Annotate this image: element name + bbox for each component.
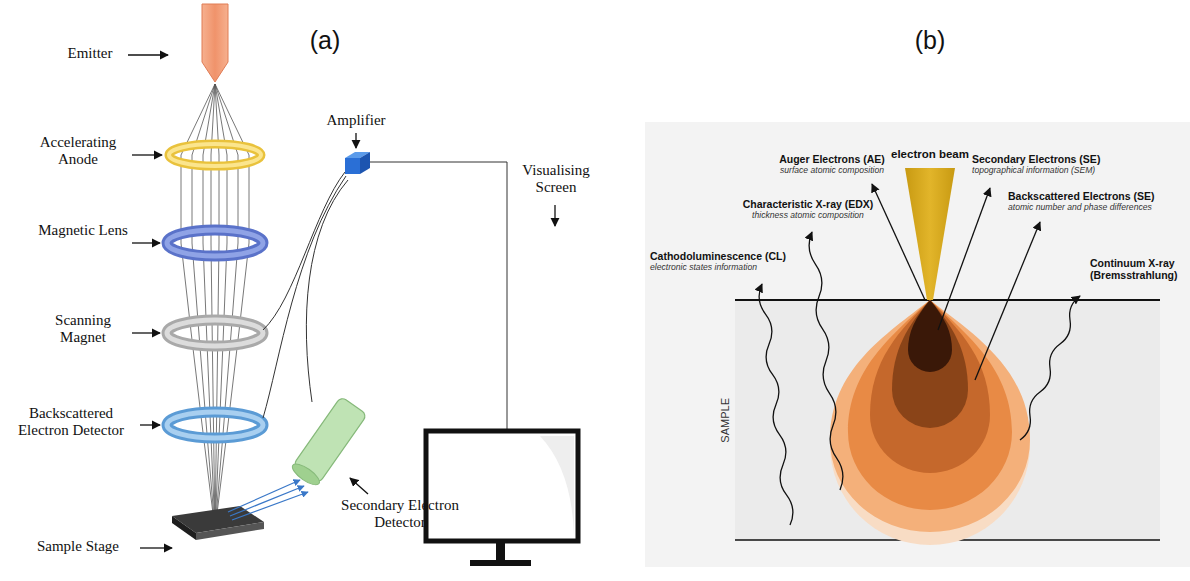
part-label: Accelerating Anode <box>28 134 128 169</box>
part-label: Visualising Screen <box>515 162 597 197</box>
sample-stage-side <box>172 516 196 540</box>
signal-wires <box>263 162 507 430</box>
anode-ring <box>169 144 261 166</box>
amplifier-cube <box>345 152 370 174</box>
signal-note: surface atomic composition <box>752 166 912 176</box>
anode-ring-highlight <box>169 144 261 166</box>
panel-letter: (b) <box>905 26 955 55</box>
signal-label: Continuum X-ray (Bremsstrahlung) <box>1090 257 1186 281</box>
sample-region <box>735 300 1160 540</box>
beam-line <box>215 84 227 516</box>
bse-detector-highlight <box>167 412 263 438</box>
photon-waves <box>759 232 1080 525</box>
signal-note: thickness atomic composition <box>728 211 888 221</box>
signal-label: Cathodoluminescence (CL) <box>650 250 810 262</box>
signal-note: topographical information (SEM) <box>972 166 1132 176</box>
photon-wave <box>1020 296 1080 440</box>
photon-wave <box>759 284 793 525</box>
signal-label: Backscattered Electrons (SE) <box>1008 190 1186 202</box>
part-label: Scanning Magnet <box>38 312 128 347</box>
part-label: Secondary Electron Detector <box>340 497 460 532</box>
part-label: Amplifier <box>316 112 396 129</box>
signal-note: electronic states information <box>650 263 810 273</box>
part-label: Magnetic Lens <box>38 222 128 239</box>
se-detector <box>289 396 367 488</box>
photon-wave <box>809 232 843 490</box>
part-label: Backscattered Electron Detector <box>6 405 136 440</box>
signal-label: Characteristic X-ray (EDX) <box>728 198 888 210</box>
scanning-magnet-highlight <box>167 320 263 346</box>
emitter-tip <box>202 4 228 82</box>
sample-stage-front <box>196 522 264 540</box>
sample-label: SAMPLE <box>719 385 732 455</box>
part-label: Sample Stage <box>20 538 136 555</box>
bse-detector-ring <box>167 412 263 438</box>
interaction-volume <box>830 300 1030 545</box>
emission-arrows <box>872 184 1040 380</box>
beam-label: electron beam <box>880 148 980 161</box>
signal-note: atomic number and phase differences <box>1008 203 1186 213</box>
part-label: Emitter <box>52 45 128 62</box>
magnetic-lens-ring <box>167 230 263 256</box>
signal-label: Secondary Electrons (SE) <box>972 153 1132 165</box>
signal-label: Auger Electrons (AE) <box>752 153 912 165</box>
beam-line <box>203 84 215 516</box>
panel-letter: (a) <box>300 26 350 55</box>
beam-line <box>211 84 215 516</box>
magnetic-lens-highlight <box>167 230 263 256</box>
secondary-electron-rays <box>228 480 308 520</box>
electron-beam <box>905 168 955 300</box>
panel-b-ground <box>645 122 1190 567</box>
leader-arrows <box>128 55 555 548</box>
sample-surface <box>735 299 1160 301</box>
scanning-magnet-ring <box>167 320 263 346</box>
